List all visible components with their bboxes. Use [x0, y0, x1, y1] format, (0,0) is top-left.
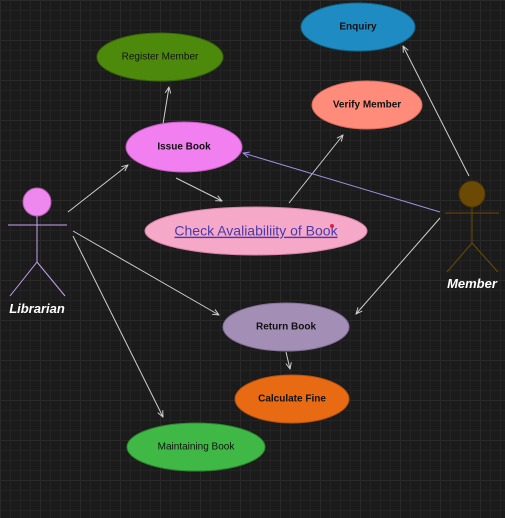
connector-librarian-issue-book[interactable]	[67, 165, 128, 213]
use-case-return-book[interactable]: Return Book	[222, 302, 350, 352]
connector-return-book-calculate-fine[interactable]	[286, 351, 290, 369]
return-book-ellipse	[222, 302, 350, 352]
register-member-ellipse	[96, 32, 224, 82]
connection-point-marker	[330, 224, 334, 228]
issue-book-ellipse	[125, 121, 243, 173]
connector-member-issue-book[interactable]	[243, 153, 441, 213]
use-case-calculate-fine[interactable]: Calculate Fine	[234, 374, 350, 424]
member-head	[458, 180, 486, 208]
connectors	[67, 46, 470, 417]
librarian-right-leg	[36, 261, 66, 297]
librarian-label: Librarian	[9, 301, 65, 316]
use-case-issue-book[interactable]: Issue Book	[125, 121, 243, 173]
librarian-left-leg	[9, 261, 38, 297]
enquiry-label: Enquiry	[339, 22, 377, 33]
calculate-fine-ellipse	[234, 374, 350, 424]
connector-issue-book-register-member[interactable]	[162, 87, 169, 125]
actor-member[interactable]: Member	[445, 180, 499, 291]
return-book-label: Return Book	[256, 322, 316, 333]
use-case-check-availability[interactable]: Check Avaliabiliity of Book	[144, 206, 368, 256]
maintaining-book-label: Maintaining Book	[158, 442, 236, 453]
enquiry-ellipse	[300, 2, 416, 52]
issue-book-label: Issue Book	[157, 142, 211, 153]
use-case-enquiry[interactable]: Enquiry	[300, 2, 416, 52]
check-availability-ellipse	[144, 206, 368, 256]
connector-member-return-book[interactable]	[356, 217, 441, 314]
use-case-verify-member[interactable]: Verify Member	[311, 80, 423, 130]
member-left-leg	[446, 242, 473, 273]
actor-librarian[interactable]: Librarian	[8, 187, 67, 316]
member-label: Member	[447, 276, 498, 291]
connector-librarian-return-book[interactable]	[72, 230, 219, 315]
register-member-label: Register Member	[122, 52, 199, 63]
connector-member-enquiry[interactable]	[403, 46, 470, 177]
use-case-register-member[interactable]: Register Member	[96, 32, 224, 82]
connector-issue-book-check-availability[interactable]	[175, 177, 222, 201]
verify-member-ellipse	[311, 80, 423, 130]
use-case-maintaining-book[interactable]: Maintaining Book	[126, 422, 266, 472]
librarian-head	[22, 187, 52, 217]
check-availability-label[interactable]: Check Avaliabiliity of Book	[174, 223, 338, 239]
maintaining-book-ellipse	[126, 422, 266, 472]
member-right-leg	[471, 242, 499, 273]
verify-member-label: Verify Member	[333, 100, 401, 111]
connector-librarian-maintaining-book[interactable]	[72, 235, 163, 417]
calculate-fine-label: Calculate Fine	[258, 394, 326, 405]
connector-check-availability-verify-member[interactable]	[288, 135, 343, 204]
